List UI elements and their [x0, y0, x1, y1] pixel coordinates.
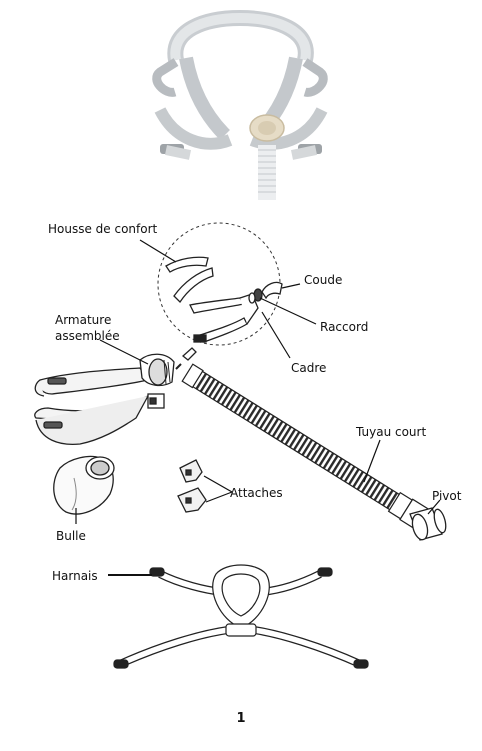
armature-drawing: [35, 354, 174, 444]
page-number: 1: [0, 711, 482, 726]
label-comfort-cover: Housse de confort: [48, 222, 158, 236]
headgear-drawing: [114, 565, 368, 668]
label-connector: Raccord: [320, 320, 368, 334]
label-frame: Cadre: [291, 361, 326, 375]
clips-drawing: [178, 460, 206, 512]
frame-drawing: [190, 294, 258, 342]
label-headgear: Harnais: [52, 569, 98, 583]
label-short-tube: Tuyau court: [355, 425, 426, 439]
comfort-cover-drawing: [166, 257, 213, 302]
label-cushion: Bulle: [56, 529, 86, 543]
label-pivot: Pivot: [432, 489, 462, 503]
label-armature-line2: assemblée: [55, 329, 120, 343]
short-tube-drawing: [181, 363, 431, 532]
label-armature-line1: Armature: [55, 313, 111, 327]
label-elbow: Coude: [304, 273, 342, 287]
assembly-circle: [158, 223, 280, 345]
mask-product-photo: [157, 18, 324, 200]
label-clips: Attaches: [230, 486, 283, 500]
cushion-drawing: [54, 456, 114, 514]
